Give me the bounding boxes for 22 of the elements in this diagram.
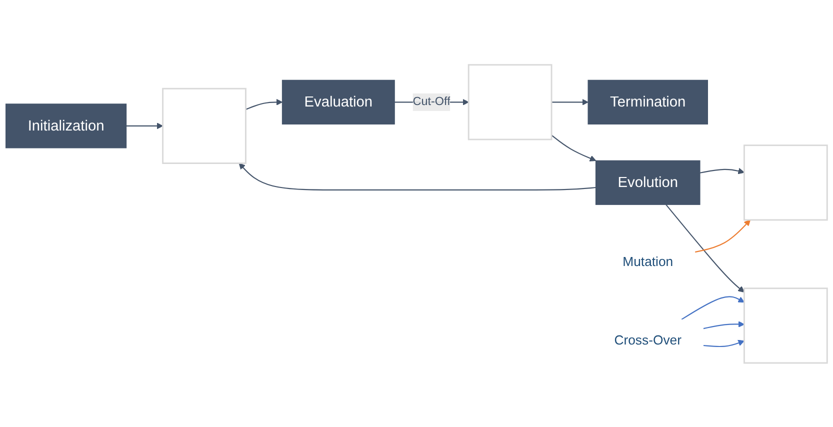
arrow [700, 168, 744, 174]
edge-label: Cut-Off [412, 95, 450, 108]
node-box: Termination [588, 79, 708, 124]
node-box: Initialization [6, 103, 127, 148]
node-box: Evolution [595, 160, 700, 205]
arrow [666, 204, 744, 292]
arrow [551, 134, 596, 161]
node-text: Mutation [622, 254, 674, 269]
node-box [468, 64, 552, 140]
arrow [238, 162, 596, 190]
node-box: Evaluation [282, 79, 395, 124]
arrow [694, 219, 751, 252]
arrow [552, 98, 588, 105]
node-box [743, 287, 828, 364]
arrow [246, 98, 283, 110]
arrow [126, 122, 164, 129]
node-box [162, 87, 246, 164]
node-box [743, 144, 828, 220]
arrow [681, 296, 744, 320]
arrow [703, 339, 744, 347]
arrow [703, 320, 744, 329]
node-text: Cross-Over [614, 332, 682, 347]
